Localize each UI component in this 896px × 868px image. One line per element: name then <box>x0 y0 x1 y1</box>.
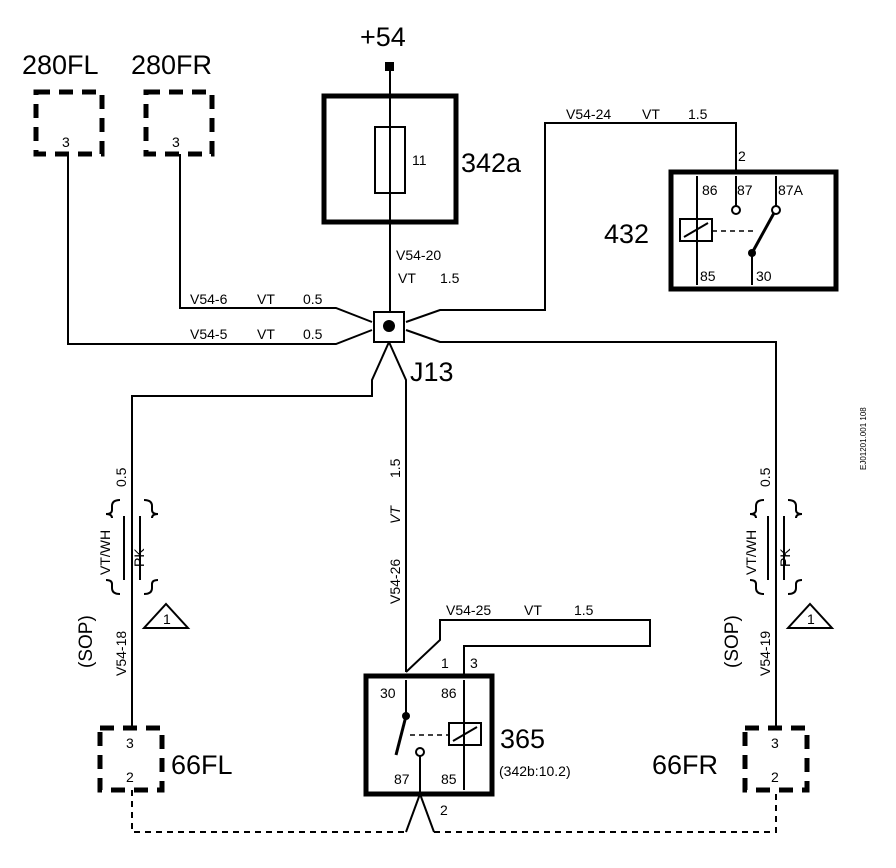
wire-v54-18-size: 0.5 <box>113 467 129 487</box>
wire-right-branch <box>405 329 777 728</box>
wire-v54-6-id: V54-6 <box>190 291 228 307</box>
right-note-triangle <box>785 602 835 629</box>
wire-v54-24 <box>405 122 737 323</box>
relay365-out-left <box>405 793 421 833</box>
wire-v54-18-id: V54-18 <box>113 631 129 676</box>
left-note-triangle <box>141 602 191 629</box>
relay365-87-contact <box>415 747 425 757</box>
wire-v54-6 <box>179 154 373 323</box>
left-note-number: 1 <box>163 611 171 627</box>
wire-v54-20-color: VT <box>398 270 416 286</box>
relay432-coil <box>679 218 713 242</box>
junction-label: J13 <box>410 357 454 387</box>
wire-v54-25-id: V54-25 <box>446 602 491 618</box>
supply-label: +54 <box>360 22 406 52</box>
relay-432-box <box>668 169 839 292</box>
wire-v54-19-color-sop: VT/WH <box>743 530 759 575</box>
fuse-element <box>374 126 406 194</box>
c66fl-label: 66FL <box>171 750 233 780</box>
c280fr-pin: 3 <box>172 134 180 150</box>
left-brace-top <box>105 499 159 519</box>
fuse-number: 11 <box>412 152 427 168</box>
wire-v54-26-size: 1.5 <box>387 458 403 478</box>
c66fl-pin-bottom: 2 <box>126 769 134 785</box>
wire-v54-18-color-sop: VT/WH <box>97 530 113 575</box>
relay365-coil <box>448 722 482 746</box>
relay432-conn-pin: 2 <box>738 148 746 164</box>
relay365-pin-86: 86 <box>441 685 457 701</box>
wire-v54-26-id: V54-26 <box>387 559 403 604</box>
relay365-coil-slash <box>452 726 478 742</box>
relay365-conn-pin-3: 3 <box>470 655 478 671</box>
relay365-pin-87: 87 <box>394 771 410 787</box>
wire-v54-19-size: 0.5 <box>757 467 773 487</box>
relay432-pin-30: 30 <box>756 268 772 284</box>
wire-v54-19-id: V54-19 <box>757 631 773 676</box>
relay365-switch-arm <box>394 715 408 756</box>
c66fr-pin-bottom: 2 <box>771 769 779 785</box>
relay432-pin-87a: 87A <box>778 182 804 198</box>
c280fl-label: 280FL <box>22 50 99 80</box>
right-brace-bottom <box>749 579 803 595</box>
relay365-conn-pin-1: 1 <box>441 655 449 671</box>
relay365-conn-pin-2: 2 <box>440 802 448 818</box>
wire-v54-5-color: VT <box>257 326 275 342</box>
wire-left-branch <box>131 341 390 728</box>
right-note-number: 1 <box>807 611 815 627</box>
wire-v54-19-sop: (SOP) <box>722 615 743 668</box>
c66fl-box <box>97 725 165 793</box>
wire-v54-20-id: V54-20 <box>396 247 441 263</box>
wire-v54-6-color: VT <box>257 291 275 307</box>
wire-v54-24-size: 1.5 <box>688 106 708 122</box>
relay365-pin-85: 85 <box>441 771 457 787</box>
supply-terminal <box>385 62 394 71</box>
wire-v54-25-color: VT <box>524 602 542 618</box>
left-brace-bottom <box>105 579 159 595</box>
relay432-coil-slash <box>683 222 709 238</box>
relay432-pin-87: 87 <box>737 182 753 198</box>
relay365-ref: (342b:10.2) <box>499 763 571 779</box>
wire-bottom-left-dashed <box>131 790 406 833</box>
wire-v54-25-size: 1.5 <box>574 602 594 618</box>
relay432-87-contact <box>731 205 741 215</box>
relay365-label: 365 <box>500 724 545 754</box>
wire-bottom-right-dashed <box>434 790 777 833</box>
c66fr-pin-top: 3 <box>771 735 779 751</box>
relay432-pin-86: 86 <box>702 182 718 198</box>
c66fr-box <box>742 725 810 793</box>
c280fl-pin: 3 <box>62 134 70 150</box>
junction-j13-dot <box>383 320 395 332</box>
wire-v54-5-id: V54-5 <box>190 326 228 342</box>
wire-v54-5 <box>67 154 373 345</box>
relay432-label: 432 <box>604 219 649 249</box>
fuse-label: 342a <box>461 148 522 178</box>
wire-v54-26 <box>388 341 407 672</box>
relay-365-box <box>363 673 495 797</box>
wire-v54-24-id: V54-24 <box>566 106 611 122</box>
c66fl-pin-top: 3 <box>126 735 134 751</box>
c66fr-label: 66FR <box>652 750 718 780</box>
wire-v54-20-size: 1.5 <box>440 270 460 286</box>
wire-v54-18-sop: (SOP) <box>76 615 97 668</box>
relay365-out-right <box>419 793 435 833</box>
relay365-pin-30: 30 <box>380 685 396 701</box>
fuse-box-342a <box>321 93 459 225</box>
wire-v54-26-color: VT <box>387 505 403 524</box>
c280fr-label: 280FR <box>131 50 212 80</box>
wire-v54-5-size: 0.5 <box>303 326 323 342</box>
wire-v54-6-size: 0.5 <box>303 291 323 307</box>
relay432-pin-85: 85 <box>700 268 716 284</box>
wire-v54-25 <box>405 619 651 676</box>
doc-code: EJ01201.001 108 <box>859 407 868 470</box>
right-brace-top <box>749 499 803 519</box>
wire-v54-24-color: VT <box>642 106 660 122</box>
relay432-switch-arm <box>750 212 776 254</box>
